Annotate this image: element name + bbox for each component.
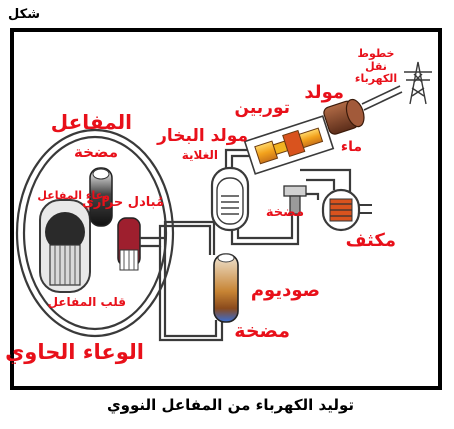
heat-exchanger-shape: [117, 217, 141, 271]
transmission-tower-icon: [404, 61, 432, 105]
boiler-label: الغلاية: [181, 148, 218, 162]
heat-exchanger-label: مُبادل حراري: [81, 195, 164, 210]
turbine-generator-shape: [243, 85, 403, 175]
reactor-vessel-label: وعاء المفاعل: [37, 189, 110, 202]
steam-generator-shape: [210, 166, 250, 232]
sodium-pump-shape: [213, 253, 239, 323]
steam-generator-label: مولد البخار: [157, 126, 248, 146]
transmission-lines-label: خطوط نقل الكهرباء: [348, 47, 404, 86]
condenser-shape: [321, 188, 372, 232]
steam-pump-shape: [283, 185, 307, 215]
sodium-pump-label: مضخة: [234, 320, 290, 342]
reactor-vessel-shape: [39, 199, 91, 293]
sodium-label: صوديوم: [250, 280, 320, 301]
diagram-caption: توليد الكهرباء من المفاعل النووي: [106, 396, 354, 414]
reactor-pump-shape: [89, 167, 113, 227]
header-label: شكل: [8, 7, 40, 22]
transmission-lines-text: خطوط نقل الكهرباء: [354, 47, 398, 86]
steam-pump-label: مضخة: [265, 205, 304, 220]
reactor-pump-label: مضخة: [74, 143, 118, 161]
reactor-label: المفاعل: [50, 110, 132, 134]
containment-label: الوعاء الحاوي: [5, 340, 144, 364]
generator-label: مولد: [304, 82, 344, 103]
condenser-label: مكثف: [345, 230, 396, 251]
turbine-label: توربين: [234, 98, 290, 118]
water-label: ماء: [340, 139, 362, 155]
reactor-core-label: قلب المفاعل: [47, 295, 126, 309]
